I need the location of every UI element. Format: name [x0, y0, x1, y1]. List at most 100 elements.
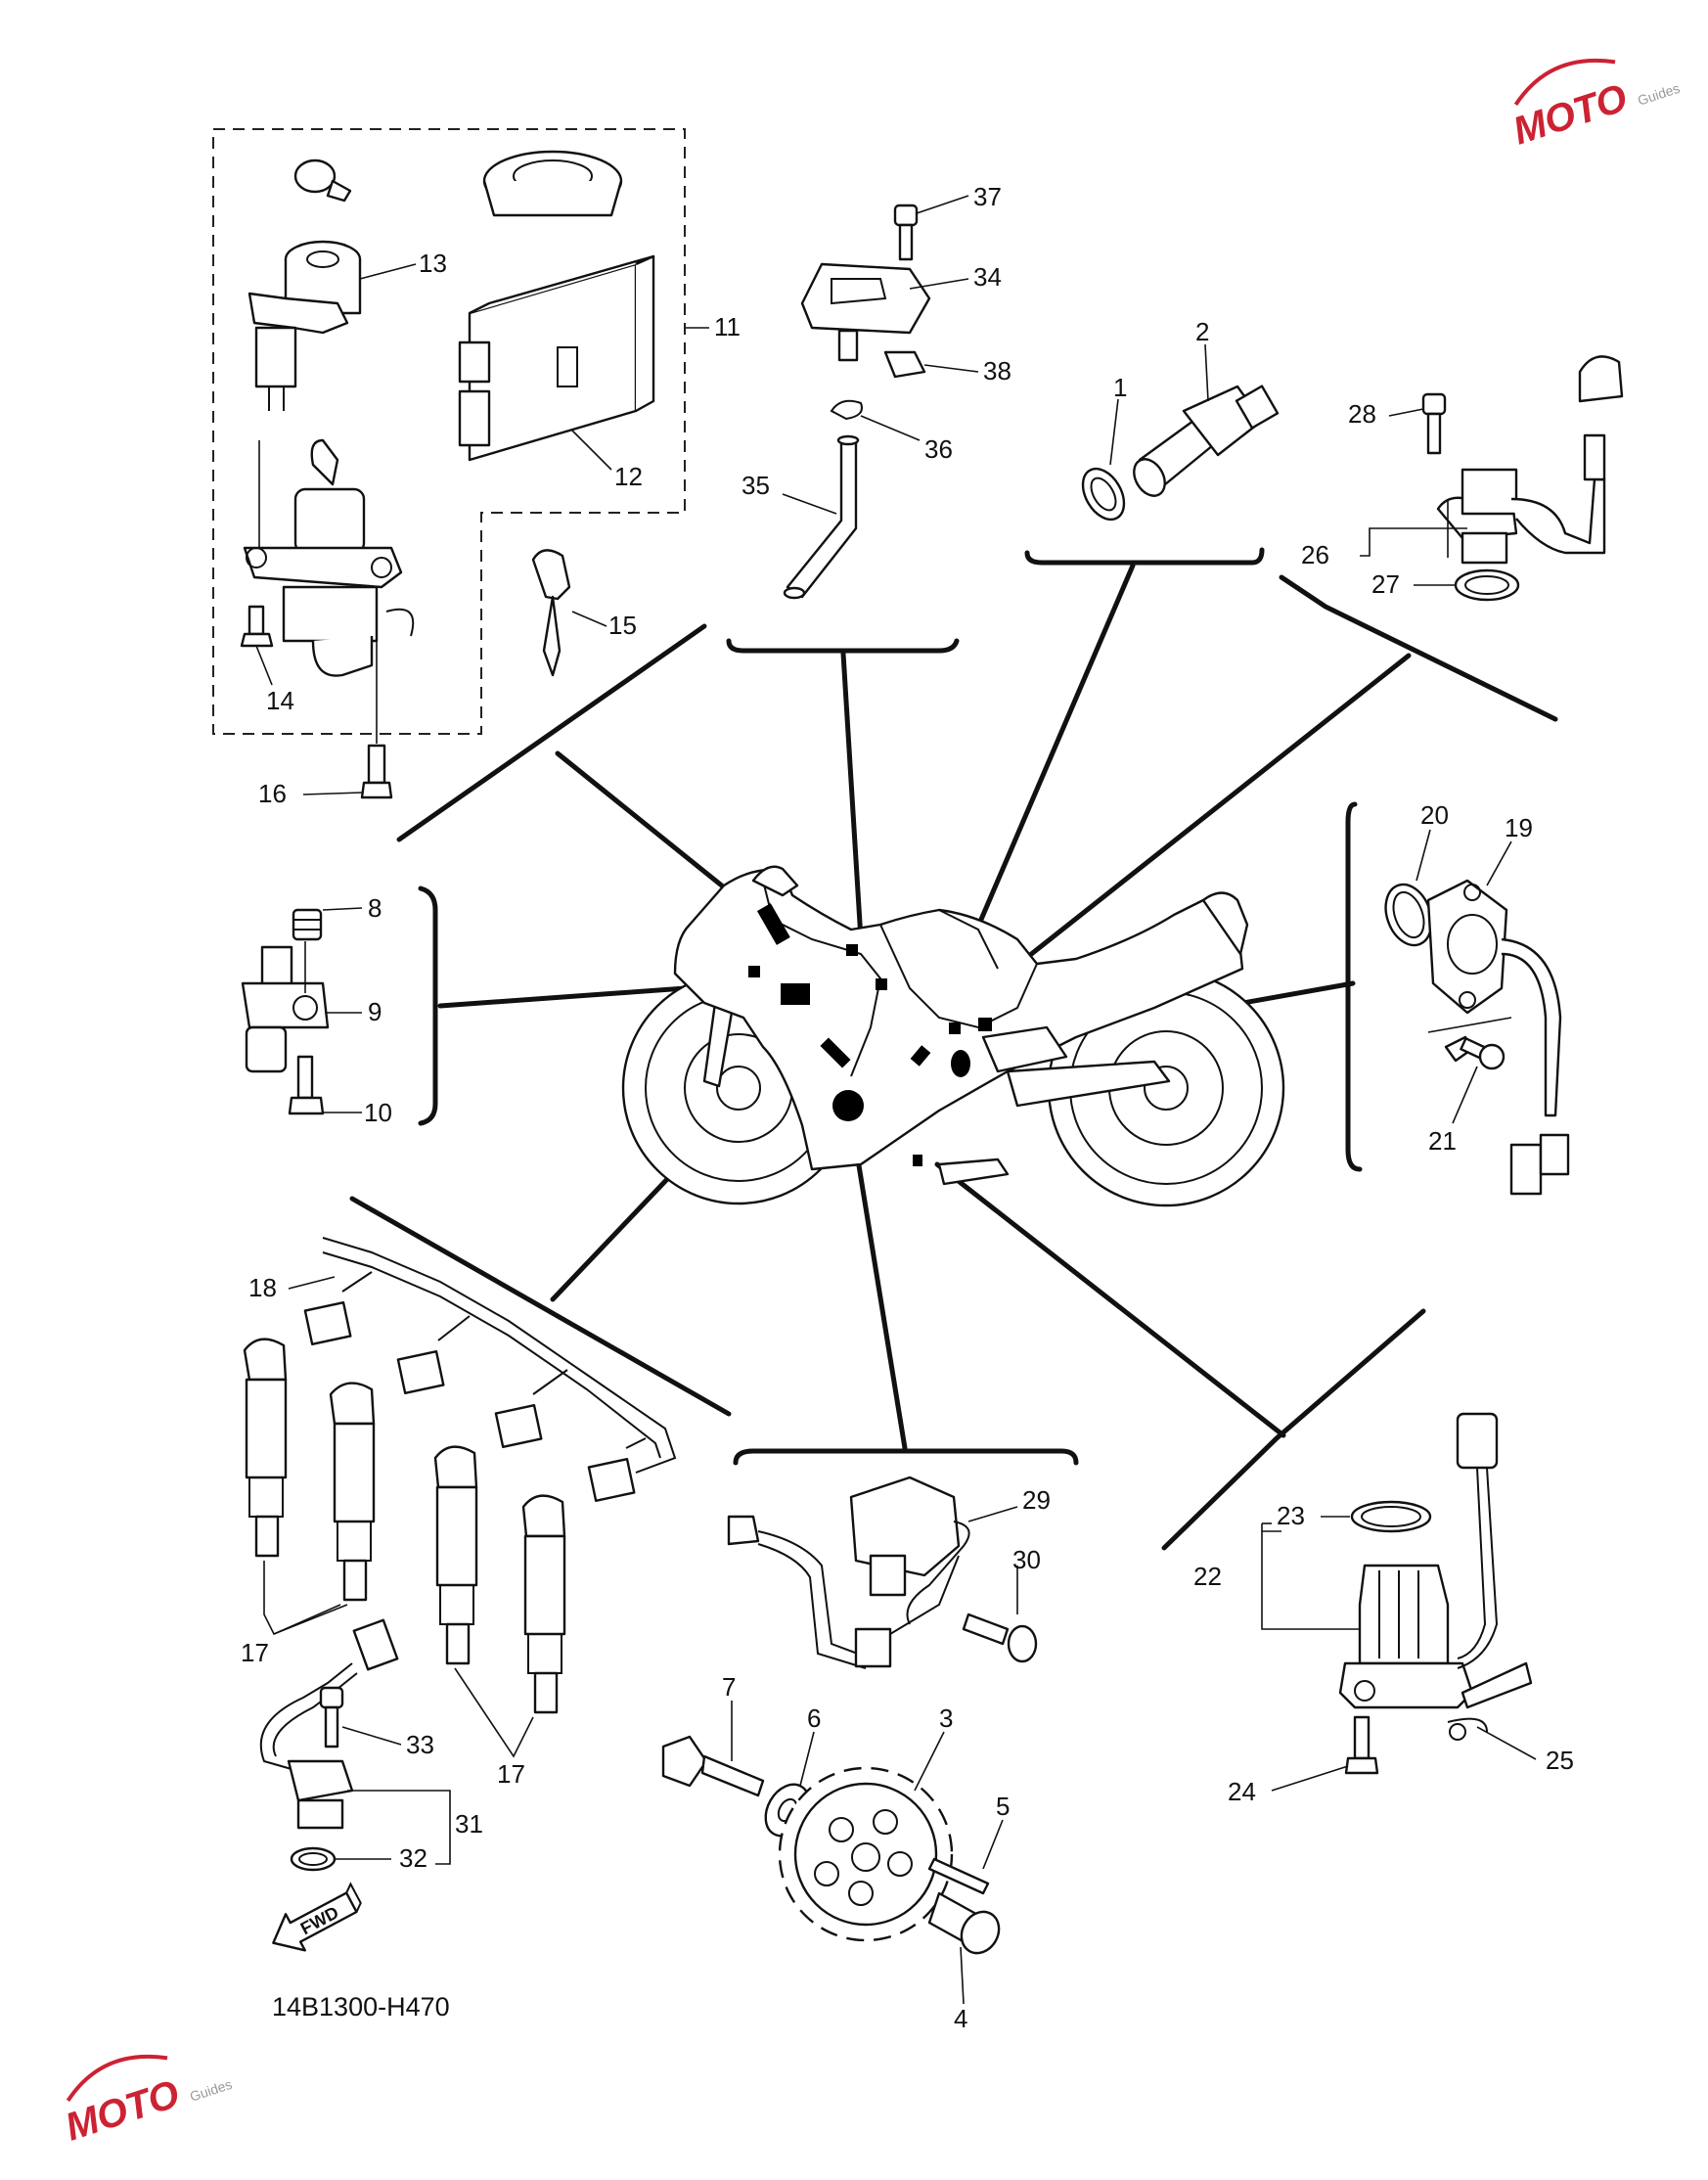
callout-37: 37: [973, 182, 1002, 211]
part-25-bracket: [1447, 1661, 1533, 1741]
callout-7: 7: [722, 1672, 736, 1702]
part-36-clamp: [830, 399, 863, 421]
callout-9: 9: [368, 997, 382, 1026]
callout-14: 14: [266, 686, 294, 715]
leader-6: [799, 1731, 815, 1787]
part-30-bolt: [962, 1612, 1038, 1663]
callout-26: 26: [1301, 540, 1329, 569]
diagram-code: 14B1300-H470: [272, 1992, 450, 2021]
callout-8: 8: [368, 893, 382, 923]
watermark-sub: Guides: [1636, 80, 1682, 109]
part-32-oring: [290, 1846, 337, 1872]
part-16-bolt: [360, 744, 393, 799]
part-28-bolt: [1421, 392, 1447, 455]
part-9-sensor: [241, 941, 330, 1073]
leader-17b: [273, 1604, 341, 1635]
callout-25: 25: [1546, 1746, 1574, 1775]
callout-3: 3: [939, 1703, 953, 1733]
part-18-harness: [303, 1237, 677, 1502]
part-29-sensor: [727, 1476, 970, 1669]
part-8-nut: [292, 908, 323, 941]
part-24-bolt: [1344, 1715, 1379, 1775]
callout-12: 12: [614, 462, 643, 491]
leader-8: [322, 907, 363, 911]
leader-25: [1476, 1726, 1537, 1760]
leader-24: [1271, 1765, 1349, 1792]
callout-29: 29: [1022, 1485, 1051, 1515]
callout-19: 19: [1505, 813, 1533, 842]
callout-1: 1: [1113, 373, 1127, 402]
leader-17a: [263, 1561, 348, 1636]
leader-33: [341, 1726, 402, 1746]
callout-34: 34: [973, 262, 1002, 292]
part-22-sensor: [1338, 1412, 1499, 1709]
callout-4: 4: [954, 2004, 967, 2033]
callout-21: 21: [1428, 1126, 1457, 1156]
callout-5: 5: [996, 1792, 1010, 1821]
callout-10: 10: [364, 1098, 392, 1127]
leader-34: [909, 278, 969, 290]
leader-29: [967, 1506, 1018, 1522]
group-11-box: [212, 128, 686, 735]
part-7-bolt: [661, 1735, 765, 1797]
fwd-arrow-icon: FWD: [272, 1882, 362, 1952]
callout-15: 15: [608, 611, 637, 640]
callout-16: 16: [258, 779, 287, 808]
part-17-coil-1: [243, 1338, 288, 1558]
leader-37: [916, 195, 969, 214]
leader-21: [1452, 1066, 1478, 1124]
part-35-hose: [783, 434, 860, 600]
callout-17a: 17: [241, 1638, 269, 1667]
part-15-key: [531, 549, 571, 677]
leader-35: [782, 493, 837, 515]
callout-6: 6: [807, 1703, 821, 1733]
leader-38: [923, 364, 979, 373]
callout-23: 23: [1277, 1501, 1305, 1530]
part-21-bolt: [1427, 1017, 1512, 1070]
callout-31: 31: [455, 1809, 483, 1839]
leader-14: [255, 645, 273, 686]
callout-labels: 1 2 3 4 5 6 7 8 9 10 11 12 13 14 15 16 1…: [241, 182, 1574, 2033]
leader-2: [1204, 343, 1209, 402]
leader-22: [1261, 1530, 1360, 1630]
callout-18: 18: [248, 1273, 277, 1302]
part-14-main-switch: [243, 438, 415, 744]
part-33-bolt: [319, 1686, 344, 1749]
part-2-sensor: [1133, 385, 1280, 497]
part-37-bolt: [893, 204, 919, 261]
leader-28: [1388, 408, 1424, 417]
callout-38: 38: [983, 356, 1011, 386]
leader-5: [982, 1819, 1004, 1870]
part-12-ecu: [458, 254, 655, 462]
callout-27: 27: [1371, 569, 1400, 599]
part-17-coil-2: [329, 1382, 376, 1602]
watermark-bottom: MOTO Guides: [61, 2054, 234, 2150]
watermark-sub-2: Guides: [188, 2076, 234, 2105]
part-27-oring: [1454, 568, 1520, 602]
leader-19: [1486, 840, 1512, 886]
callout-24: 24: [1228, 1777, 1256, 1806]
part-3-sprocket: [778, 1766, 954, 1942]
part-26-sensor: [1436, 355, 1624, 565]
callout-32: 32: [399, 1843, 427, 1873]
callout-13: 13: [419, 249, 447, 278]
callout-35: 35: [742, 471, 770, 500]
callout-20: 20: [1420, 800, 1449, 830]
part-14-screw: [240, 605, 274, 648]
callout-22: 22: [1193, 1562, 1222, 1591]
part-38-clip: [883, 350, 926, 379]
part-34-sensor: [800, 262, 931, 362]
leader-18: [288, 1276, 336, 1290]
callout-28: 28: [1348, 399, 1376, 429]
leader-13: [359, 263, 417, 280]
callout-2: 2: [1195, 317, 1209, 346]
part-1-washer: [1081, 467, 1126, 522]
leader-4: [960, 1946, 965, 2005]
leader-26: [1360, 527, 1467, 557]
callout-36: 36: [924, 434, 953, 464]
section-dividers: [349, 547, 1558, 1551]
part-31-sensor: [259, 1618, 399, 1830]
callout-33: 33: [406, 1730, 434, 1759]
callout-11: 11: [714, 312, 741, 341]
